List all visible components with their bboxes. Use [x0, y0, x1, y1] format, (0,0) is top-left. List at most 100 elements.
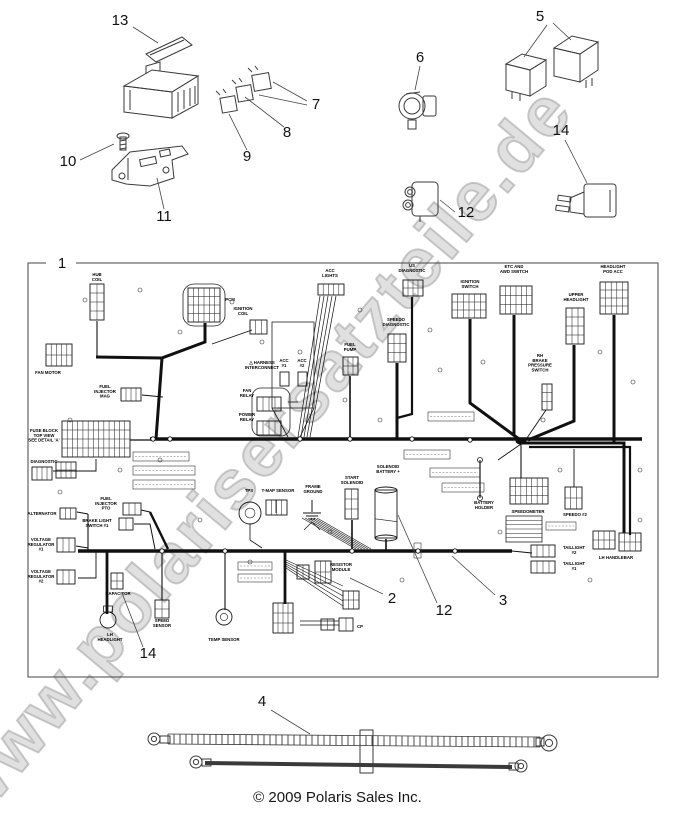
harness-wire: [53, 459, 97, 472]
bracket-illustration: [111, 145, 189, 187]
component-label-speedometer: SPEEDOMETER: [512, 509, 546, 514]
callout-5: 5: [523, 8, 572, 58]
frame: [182, 283, 226, 327]
callout-number: 10: [60, 153, 77, 170]
fuse-box-housing-illustration: [122, 61, 200, 119]
terminal-connector-illustration: [555, 183, 617, 218]
junction: [297, 436, 303, 442]
component-fanout-connector: [342, 590, 360, 610]
callout-3: 3: [451, 555, 507, 609]
callout-2: 2: [349, 577, 396, 607]
harness-wire: [316, 517, 372, 550]
harness-wire: [527, 345, 576, 442]
screw-illustration: [116, 132, 130, 151]
wire-note: [132, 479, 196, 490]
harness-wire: [141, 394, 164, 398]
callout-number: 14: [553, 122, 570, 139]
battery-cable-illustrations: [147, 729, 558, 774]
callout-mark: [587, 577, 593, 583]
wire-note: [427, 411, 475, 422]
component-taillight-2: TAILLIGHT#2: [530, 544, 585, 558]
harness-wire: [249, 524, 263, 549]
harness-wire: [396, 297, 414, 420]
harness-wire: [309, 295, 337, 438]
harness-wire: [303, 295, 329, 438]
callout-14: 14: [121, 592, 157, 662]
harness-wire: [154, 323, 207, 440]
callout-number: 8: [283, 124, 291, 141]
component-t-map-sensor: T-MAP SENSOR: [262, 488, 296, 516]
component-label-speedo-2: SPEEDO #2: [563, 512, 587, 517]
callout-number: 5: [536, 8, 544, 25]
callout-8: 8: [244, 96, 291, 141]
harness-wire: [313, 517, 369, 550]
callout-number: 9: [243, 148, 251, 165]
copyright-text: © 2009 Polaris Sales Inc.: [253, 789, 422, 806]
component-label-capacitor: CAPACITOR: [105, 591, 131, 596]
harness-wire: [148, 511, 170, 550]
harness-wire: [300, 295, 325, 438]
harness-wire: [76, 511, 89, 515]
wire-note: [441, 482, 485, 493]
diagram-frames: [182, 283, 543, 543]
callout-13: 13: [112, 12, 159, 44]
callout-mark: [630, 379, 636, 385]
component-pcm: PCM: [187, 287, 235, 323]
callout-mark: [197, 517, 203, 523]
callout-number: 13: [112, 12, 129, 29]
callout-mark: [177, 329, 183, 335]
callout-12: 12: [397, 514, 453, 619]
callout-mark: [540, 417, 546, 423]
mini-relay-illustrations: [215, 65, 272, 114]
harness-wires: [53, 295, 642, 626]
component-diagnostic: DIAGNOSTIC: [31, 459, 57, 481]
harness-wire: [529, 445, 632, 535]
callout-mark: [357, 307, 363, 313]
component-label-t-map-sensor: T-MAP SENSOR: [262, 488, 296, 493]
component-resistor-plug: [296, 564, 310, 580]
callout-number: 14: [140, 645, 157, 662]
component-small-connector: [320, 618, 335, 631]
harness-wire: [78, 551, 97, 579]
harness-wire: [285, 559, 344, 587]
component-acc-1: ACC#1: [279, 358, 290, 387]
component-diagnostic-plug: [55, 461, 77, 479]
harness-wire: [211, 329, 253, 345]
callout-number: 12: [436, 602, 453, 619]
callout-mark: [297, 349, 303, 355]
frame: [251, 387, 291, 437]
harness-wire: [95, 355, 163, 360]
component-taillight-1: TAILLIGHT#1: [530, 560, 585, 574]
harness-wire: [299, 407, 315, 438]
harness-wire: [468, 319, 520, 441]
wire-note: [237, 561, 273, 571]
component-fan-motor: FAN MOTOR: [35, 343, 73, 375]
callout-number: 3: [499, 592, 507, 609]
